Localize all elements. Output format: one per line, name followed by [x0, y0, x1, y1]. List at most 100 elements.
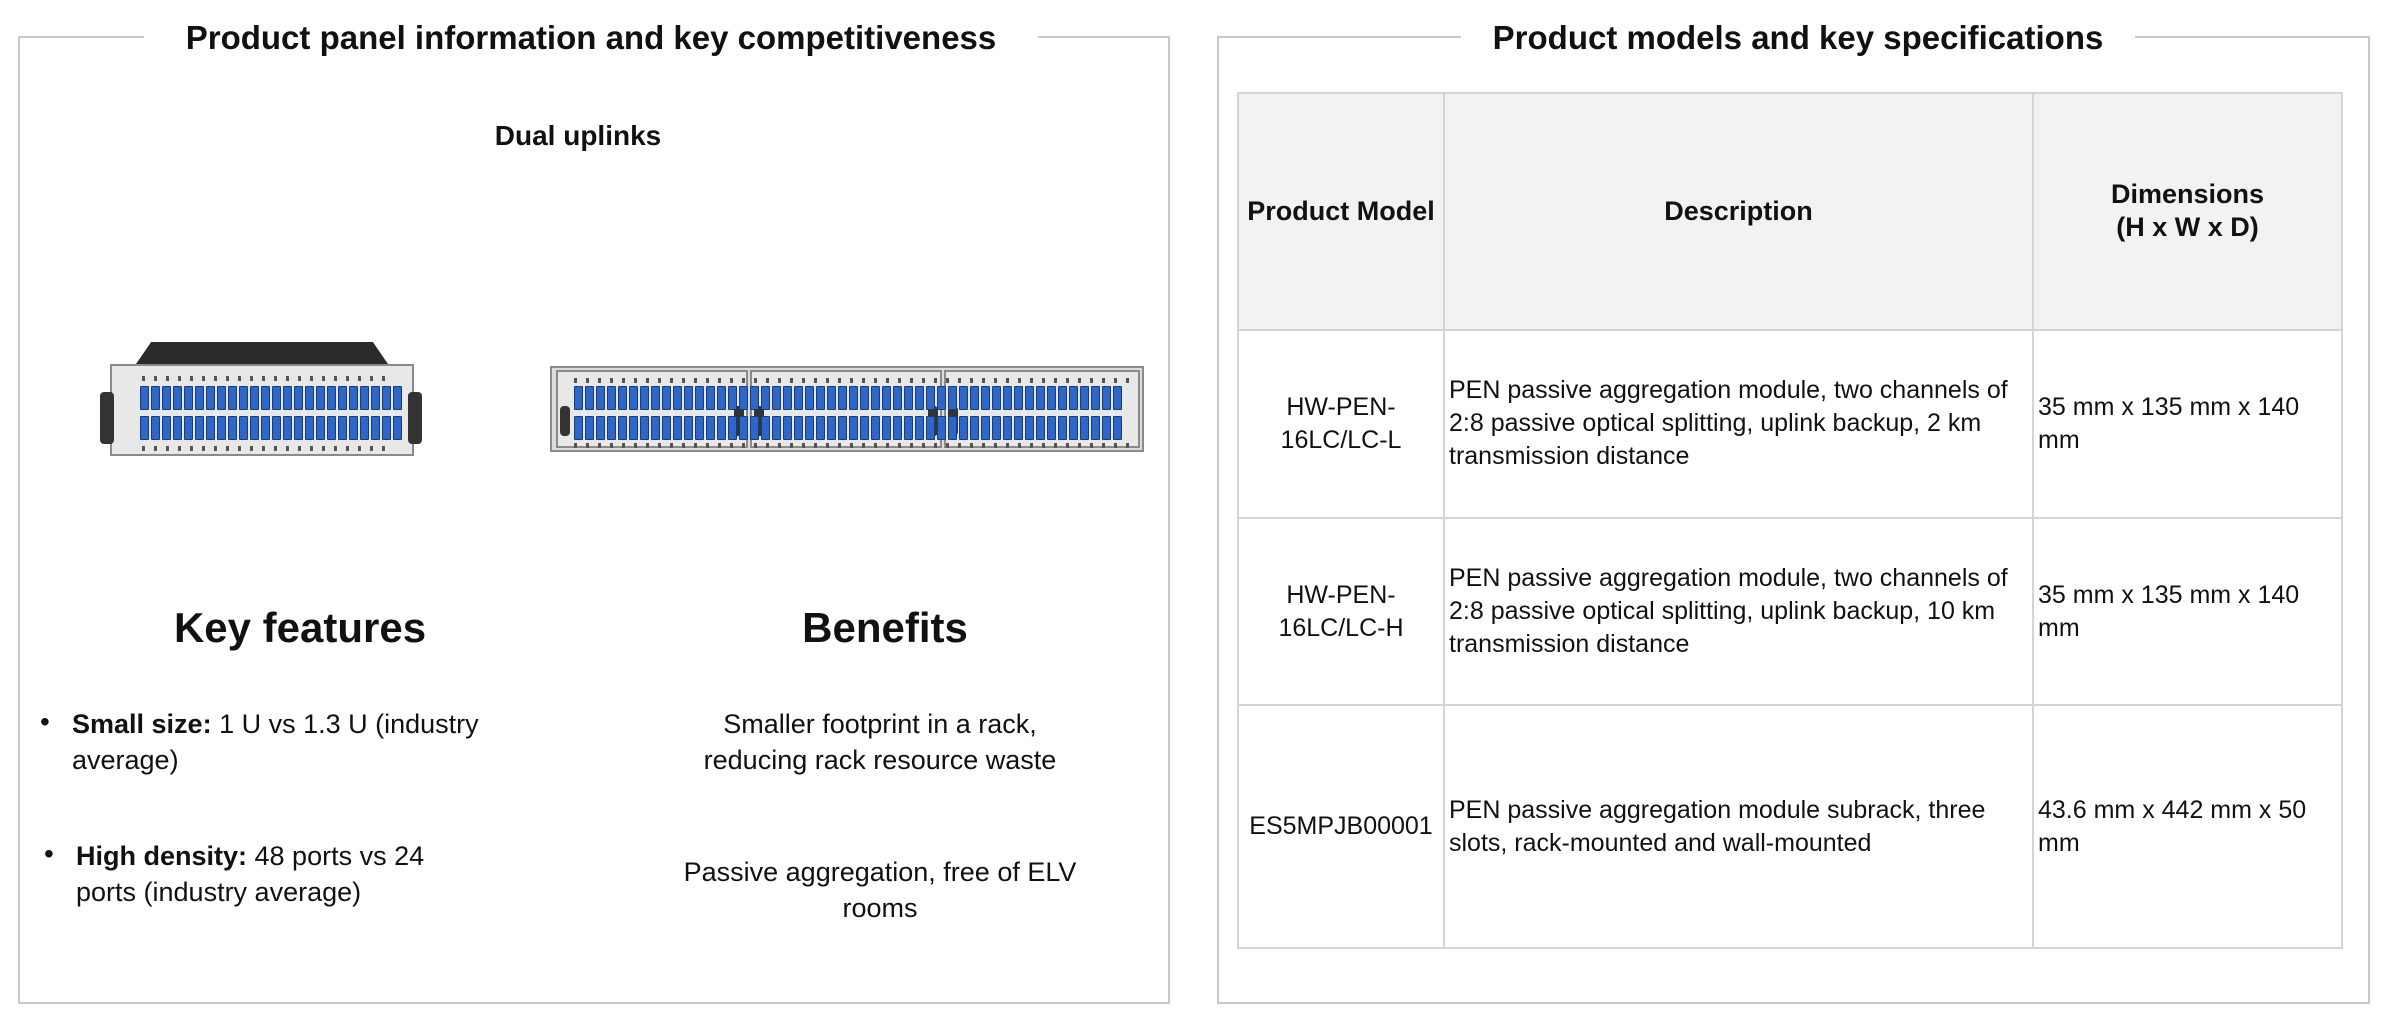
fiber-port-icon	[596, 416, 605, 440]
fiber-port-icon	[239, 416, 248, 440]
fiber-port-icon	[772, 416, 781, 440]
fiber-port-icon	[1080, 386, 1089, 410]
fiber-port-icon	[162, 386, 171, 410]
fiber-port-icon	[860, 416, 869, 440]
fiber-port-icon	[1014, 386, 1023, 410]
column-header: Product Model	[1237, 92, 1445, 331]
fiber-port-icon	[838, 416, 847, 440]
fiber-port-icon	[217, 386, 226, 410]
bullet-icon: •	[40, 706, 50, 737]
fiber-port-icon	[382, 386, 391, 410]
fiber-port-icon	[607, 386, 616, 410]
benefit-item: Passive aggregation, free of ELV rooms	[683, 857, 1077, 923]
fiber-port-icon	[294, 416, 303, 440]
fiber-port-icon	[596, 386, 605, 410]
section-title: Product panel information and key compet…	[144, 18, 1038, 58]
fiber-port-icon	[695, 416, 704, 440]
fiber-port-icon	[827, 386, 836, 410]
fiber-port-icon	[805, 416, 814, 440]
fiber-port-icon	[1058, 386, 1067, 410]
fiber-port-icon	[173, 416, 182, 440]
fiber-port-icon	[805, 386, 814, 410]
fiber-port-icon	[283, 416, 292, 440]
fiber-port-icon	[382, 416, 391, 440]
fiber-port-icon	[239, 386, 248, 410]
fiber-port-icon	[893, 386, 902, 410]
fiber-port-icon	[651, 416, 660, 440]
fiber-port-icon	[783, 416, 792, 440]
fiber-port-icon	[937, 386, 946, 410]
fiber-port-icon	[316, 416, 325, 440]
fiber-port-icon	[849, 416, 858, 440]
fiber-port-icon	[706, 386, 715, 410]
fiber-port-icon	[1036, 386, 1045, 410]
fiber-port-icon	[206, 386, 215, 410]
fiber-port-icon	[283, 386, 292, 410]
fiber-port-icon	[184, 386, 193, 410]
benefits-heading: Benefits	[802, 604, 968, 651]
fiber-port-icon	[305, 386, 314, 410]
dimensions-cell: 35 mm x 135 mm x 140 mm	[2032, 328, 2343, 519]
fiber-port-icon	[959, 386, 968, 410]
section-title: Product models and key specifications	[1461, 18, 2135, 58]
fiber-port-icon	[981, 416, 990, 440]
table-row: ES5MPJB00001 PEN passive aggregation mod…	[1237, 704, 2343, 949]
fiber-port-icon	[349, 386, 358, 410]
fiber-port-icon	[1113, 416, 1122, 440]
fiber-port-icon	[217, 416, 226, 440]
fiber-port-icon	[1091, 386, 1100, 410]
fiber-port-icon	[151, 416, 160, 440]
product-panel-section: Product panel information and key compet…	[18, 18, 1170, 1004]
fiber-port-icon	[706, 416, 715, 440]
fiber-port-icon	[640, 386, 649, 410]
fiber-port-icon	[684, 386, 693, 410]
fiber-port-icon	[893, 416, 902, 440]
fiber-port-icon	[360, 416, 369, 440]
image-caption: Dual uplinks	[494, 120, 662, 151]
table-header-row: Product Model Description Dimensions (H …	[1237, 92, 2343, 331]
fiber-port-icon	[1003, 416, 1012, 440]
fiber-port-icon	[1113, 386, 1122, 410]
fiber-port-icon	[327, 416, 336, 440]
table-row: HW-PEN- 16LC/LC-L PEN passive aggregatio…	[1237, 328, 2343, 519]
pen-module-image	[92, 342, 432, 492]
fiber-port-icon	[948, 416, 957, 440]
fiber-port-icon	[316, 386, 325, 410]
fiber-port-icon	[206, 416, 215, 440]
description-cell: PEN passive aggregation module, two chan…	[1443, 516, 2034, 707]
fiber-port-icon	[261, 416, 270, 440]
fiber-port-icon	[640, 416, 649, 440]
fiber-port-icon	[371, 416, 380, 440]
fiber-port-icon	[393, 416, 402, 440]
fiber-port-icon	[750, 416, 759, 440]
fiber-port-icon	[871, 386, 880, 410]
fiber-port-icon	[1102, 416, 1111, 440]
fiber-port-icon	[1025, 416, 1034, 440]
column-header: Description	[1443, 92, 2034, 331]
fiber-port-icon	[140, 386, 149, 410]
fiber-port-icon	[272, 386, 281, 410]
fiber-port-icon	[338, 416, 347, 440]
fiber-port-icon	[629, 416, 638, 440]
fiber-port-icon	[695, 386, 704, 410]
description-cell: PEN passive aggregation module subrack, …	[1443, 704, 2034, 949]
fiber-port-icon	[162, 416, 171, 440]
dimensions-cell: 43.6 mm x 442 mm x 50 mm	[2032, 704, 2343, 949]
fiber-port-icon	[948, 386, 957, 410]
key-features-heading: Key features	[173, 604, 427, 651]
fiber-port-icon	[838, 386, 847, 410]
fiber-port-icon	[140, 416, 149, 440]
fiber-port-icon	[1047, 416, 1056, 440]
fiber-port-icon	[261, 386, 270, 410]
bullet-icon: •	[44, 838, 54, 869]
fiber-port-icon	[393, 386, 402, 410]
column-header: Dimensions (H x W x D)	[2032, 92, 2343, 331]
model-cell: ES5MPJB00001	[1237, 704, 1445, 949]
fiber-port-icon	[1080, 416, 1089, 440]
fiber-port-icon	[794, 416, 803, 440]
fiber-port-icon	[184, 416, 193, 440]
fiber-port-icon	[915, 416, 924, 440]
table-row: HW-PEN- 16LC/LC-H PEN passive aggregatio…	[1237, 516, 2343, 707]
fiber-port-icon	[926, 386, 935, 410]
fiber-port-icon	[1069, 416, 1078, 440]
